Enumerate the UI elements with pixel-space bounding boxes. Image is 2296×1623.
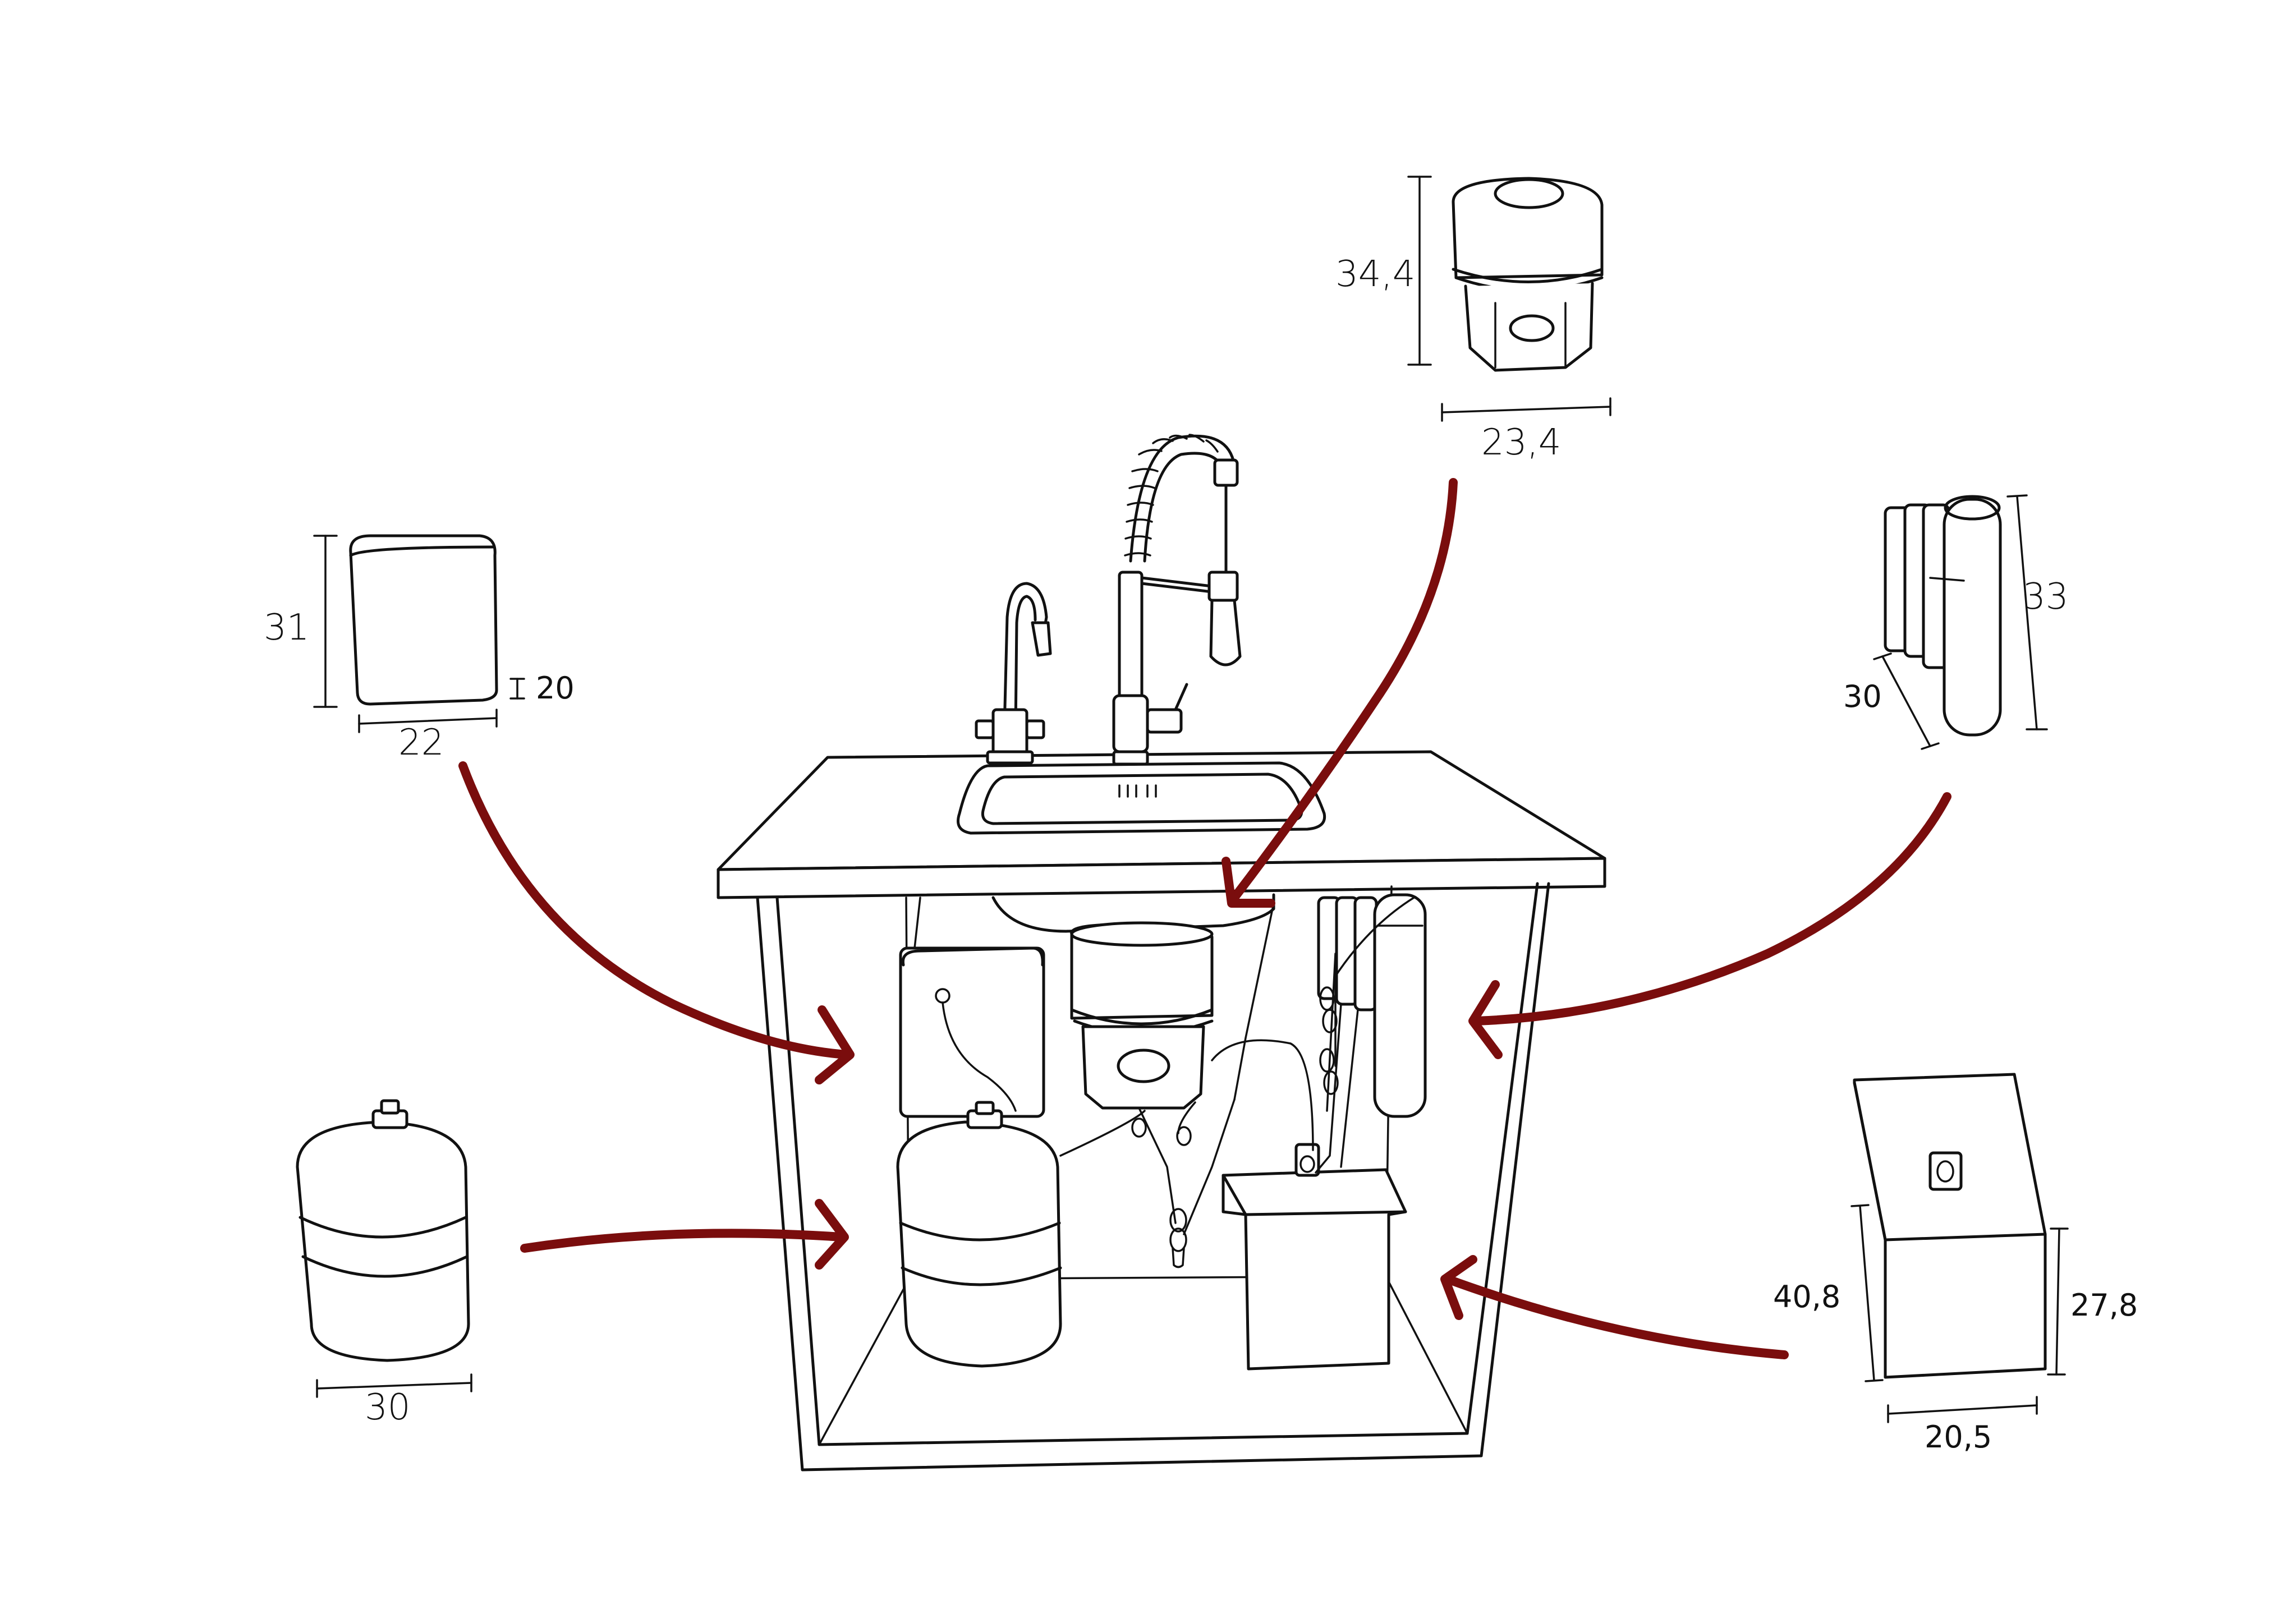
installed-filter-cartridges (1317, 893, 1427, 1118)
filter-cartridges-height-label: 33 (2023, 576, 2068, 618)
installed-prefilter-housing (1070, 921, 1214, 1110)
arrow-filter-cartridges (1468, 792, 1951, 1059)
ro-unit-height-left-label: 40,8 (1773, 1279, 1840, 1314)
filter-cartridges-depth-label: 30 (1843, 679, 1882, 714)
sink-basin (957, 761, 1326, 933)
filter-cartridges (1873, 494, 2048, 750)
ro-unit (1850, 1073, 2069, 1423)
sink-cabinet (717, 750, 1606, 1472)
remineralizer (313, 534, 525, 733)
prefilter-housing (1407, 176, 1611, 422)
arrow-remineralizer (458, 761, 855, 1084)
installed-remineralizer (899, 896, 1045, 1118)
prefilter-housing-height-label: 34,4 (1335, 254, 1416, 295)
remineralizer-depth-label: 20 (536, 670, 575, 706)
ro-unit-width-label: 20,5 (1925, 1419, 1992, 1455)
installed-storage-tank (896, 1101, 1062, 1368)
storage-tank (296, 1099, 472, 1398)
kitchen-faucet (1112, 434, 1242, 766)
arrow-ro-unit (1440, 1255, 1789, 1359)
connection-tubing (1059, 896, 1415, 1268)
installed-ro-unit (1222, 1143, 1407, 1371)
arrow-storage-tank (520, 1199, 849, 1270)
prefilter-housing-width-label: 23,4 (1481, 422, 1562, 463)
arrow-prefilter-housing (1222, 478, 1458, 908)
remineralizer-height-label: 31 (264, 607, 309, 649)
filter-faucet (975, 582, 1052, 765)
ro-unit-height-right-label: 27,8 (2070, 1288, 2138, 1323)
storage-tank-width-label: 30 (365, 1387, 410, 1428)
remineralizer-width-label: 22 (398, 722, 444, 764)
